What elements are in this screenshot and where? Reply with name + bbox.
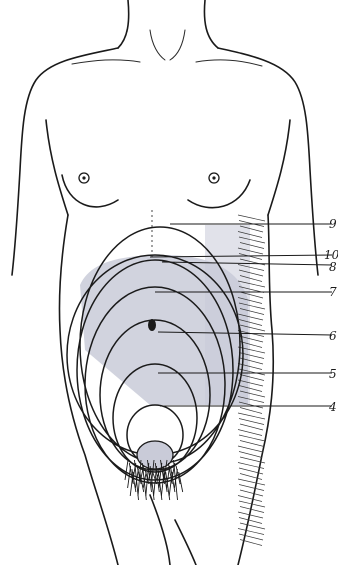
fundal-labels: 9 10 8 7 6 5 4 [324, 217, 338, 414]
hatch-line [238, 446, 263, 452]
hatch-line [239, 518, 262, 524]
hatch-line [239, 452, 262, 458]
label-8: 8 [329, 260, 337, 274]
hatch-line [240, 523, 265, 529]
hatch-line [239, 419, 264, 425]
label-4: 4 [328, 400, 337, 414]
label-6: 6 [329, 329, 337, 343]
hatch-line [239, 435, 265, 441]
hatch-line [240, 490, 263, 496]
hatch-line [238, 479, 265, 485]
pubic-hair-stroke [125, 460, 128, 480]
label-5: 5 [329, 367, 337, 381]
hatch-line [238, 215, 265, 221]
label-7: 7 [329, 285, 337, 299]
hatch-line [238, 430, 262, 436]
label-9: 9 [329, 217, 337, 231]
hatch-line [238, 413, 265, 419]
hatch-line [240, 441, 264, 447]
hatch-line [240, 408, 262, 414]
breasts [62, 173, 250, 208]
hatch-line [239, 534, 263, 540]
hatch-line [238, 529, 264, 535]
hatch-line [240, 424, 263, 430]
hatch-line [238, 496, 262, 502]
hatch-line [239, 485, 264, 491]
